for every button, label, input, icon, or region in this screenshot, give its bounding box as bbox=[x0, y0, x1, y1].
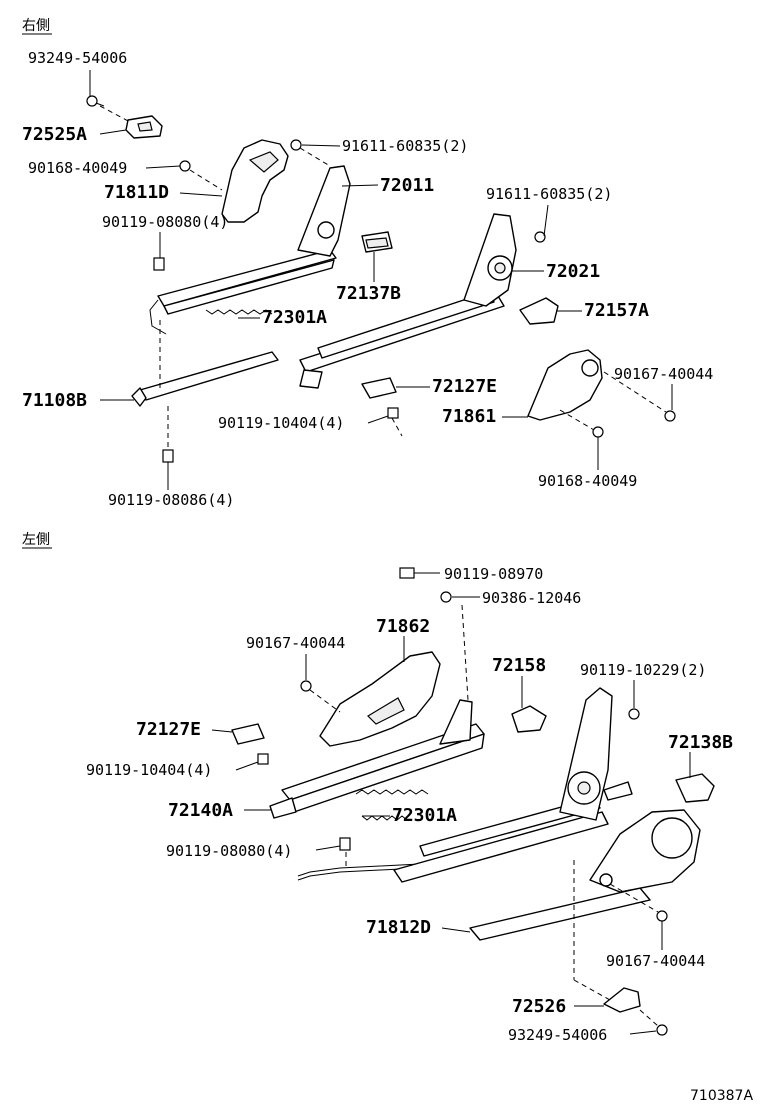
right-seat-track-inner bbox=[131, 165, 351, 407]
label-71108b: 71108B bbox=[22, 390, 87, 411]
bolt-90168-40049-right-b bbox=[592, 426, 604, 438]
bolt-90167-40044-left-a bbox=[300, 680, 312, 692]
part-72127e-pad-right bbox=[361, 377, 397, 399]
label-72140a: 72140A bbox=[168, 800, 233, 821]
part-72127e-pad-left bbox=[231, 723, 265, 745]
label-93249-54006-left: 93249-54006 bbox=[508, 1026, 607, 1044]
label-90168-40049-right-a: 90168-40049 bbox=[28, 159, 127, 177]
label-72158: 72158 bbox=[492, 655, 546, 676]
right-seat-track-outer bbox=[299, 213, 517, 389]
bolt-90119-08080-right bbox=[153, 257, 165, 271]
part-71862-cover bbox=[319, 651, 441, 747]
label-72301a-left: 72301A bbox=[392, 805, 457, 826]
label-71861: 71861 bbox=[442, 406, 496, 427]
label-90119-08080-right: 90119-08080(4) bbox=[102, 213, 228, 231]
part-72526-cap bbox=[603, 987, 641, 1013]
label-90119-10404-left: 90119-10404(4) bbox=[86, 761, 212, 779]
part-71811d-cover bbox=[221, 139, 289, 223]
bolt-91611-60835-right-b bbox=[534, 231, 546, 243]
part-72158-bracket bbox=[511, 705, 547, 733]
bolt-91611-60835-right-a bbox=[290, 139, 302, 151]
bolt-90119-08080-left bbox=[339, 837, 351, 851]
bolt-90119-10404-left bbox=[257, 753, 269, 765]
part-71812d-cover bbox=[469, 809, 701, 941]
label-72137b: 72137B bbox=[336, 283, 401, 304]
label-71862: 71862 bbox=[376, 616, 430, 637]
left-seat-track-inner bbox=[269, 699, 485, 819]
label-72526: 72526 bbox=[512, 996, 566, 1017]
label-72127e-left: 72127E bbox=[136, 719, 201, 740]
bolt-93249-54006-right bbox=[86, 95, 105, 107]
label-90167-40044-left-b: 90167-40044 bbox=[606, 952, 705, 970]
bolt-93249-54006-left bbox=[656, 1024, 668, 1036]
bolt-90119-10229-left bbox=[628, 708, 640, 720]
part-72137b-clip bbox=[361, 231, 393, 253]
bolt-90119-08970-left bbox=[399, 567, 415, 579]
label-90386-12046-left: 90386-12046 bbox=[482, 589, 581, 607]
label-90168-40049-right-b: 90168-40049 bbox=[538, 472, 637, 490]
bolt-90386-12046-left bbox=[440, 591, 452, 603]
label-93249-54006-right: 93249-54006 bbox=[28, 49, 127, 67]
label-72525a: 72525A bbox=[22, 124, 87, 145]
part-72301a-spring-left bbox=[361, 815, 408, 821]
label-90119-08970-left: 90119-08970 bbox=[444, 565, 543, 583]
bolt-90167-40044-right bbox=[664, 410, 676, 422]
bolt-90168-40049-right-a bbox=[179, 160, 191, 172]
label-90119-10404-right: 90119-10404(4) bbox=[218, 414, 344, 432]
part-72157a-bracket bbox=[519, 297, 559, 325]
bolt-90119-10404-right bbox=[387, 407, 399, 419]
part-72525a-cap bbox=[125, 115, 163, 139]
label-72011: 72011 bbox=[380, 175, 434, 196]
bolt-90167-40044-left-b bbox=[656, 910, 668, 922]
label-71811d: 71811D bbox=[104, 182, 169, 203]
left-seat-track-outer bbox=[393, 687, 633, 883]
part-lever-handle bbox=[297, 863, 421, 881]
section-right-label: 右側 bbox=[22, 18, 50, 34]
label-90167-40044-left-a: 90167-40044 bbox=[246, 634, 345, 652]
label-90119-08086-right: 90119-08086(4) bbox=[108, 491, 234, 509]
label-90167-40044-right: 90167-40044 bbox=[614, 365, 713, 383]
label-72138b: 72138B bbox=[668, 732, 733, 753]
label-91611-60835-right-a: 91611-60835(2) bbox=[342, 137, 468, 155]
label-91611-60835-right-b: 91611-60835(2) bbox=[486, 185, 612, 203]
label-72301a-right: 72301A bbox=[262, 307, 327, 328]
section-left-label: 左側 bbox=[22, 532, 50, 548]
part-72301a-spring-right bbox=[205, 309, 273, 315]
part-72138b-clip bbox=[675, 773, 715, 803]
label-72157a: 72157A bbox=[584, 300, 649, 321]
label-71812d: 71812D bbox=[366, 917, 431, 938]
label-72127e-right: 72127E bbox=[432, 376, 497, 397]
part-71861-cover bbox=[527, 349, 603, 421]
bolt-90119-08086-right bbox=[162, 449, 174, 463]
label-90119-08080-left: 90119-08080(4) bbox=[166, 842, 292, 860]
label-72021: 72021 bbox=[546, 261, 600, 282]
label-90119-10229-left: 90119-10229(2) bbox=[580, 661, 706, 679]
diagram-reference-code: 710387A bbox=[690, 1088, 753, 1104]
